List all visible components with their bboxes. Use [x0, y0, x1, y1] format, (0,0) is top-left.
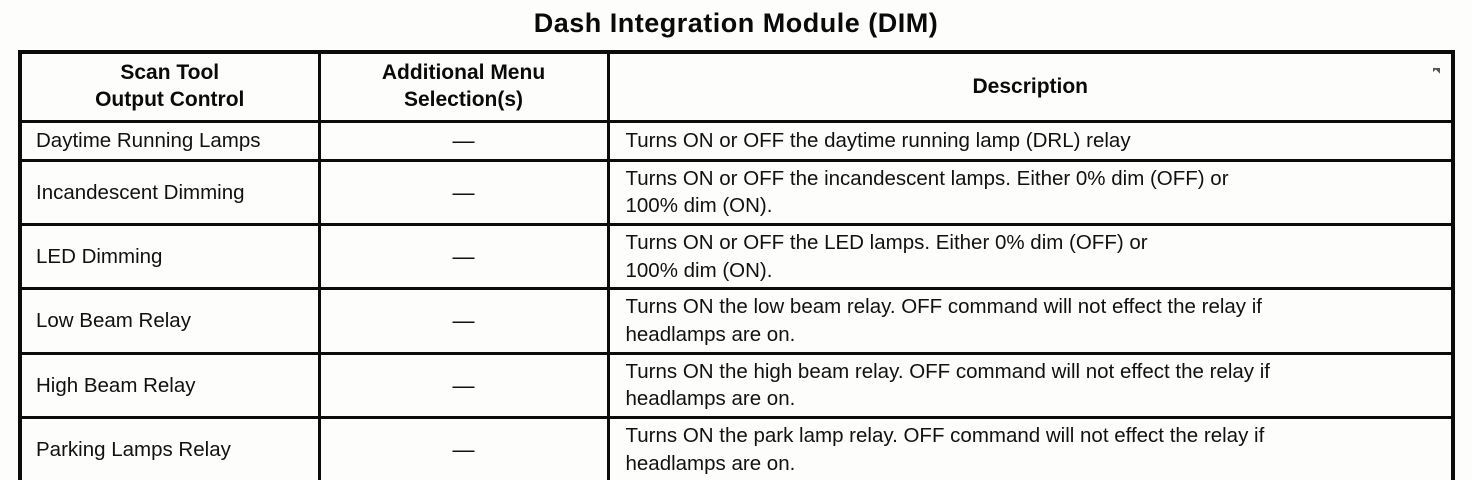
dim-output-control-table: Scan Tool Output Control Additional Menu…: [18, 50, 1455, 480]
table-row: LED Dimming — Turns ON or OFF the LED la…: [18, 223, 1455, 291]
table-row: Daytime Running Lamps — Turns ON or OFF …: [18, 120, 1455, 162]
cell-menu: —: [317, 158, 610, 227]
cell-description: Turns ON or OFF the daytime running lamp…: [606, 120, 1455, 162]
cell-menu: —: [317, 223, 610, 291]
cell-control: Incandescent Dimming: [18, 158, 321, 227]
cell-menu: —: [317, 351, 610, 420]
table-row: Low Beam Relay — Turns ON the low beam r…: [18, 287, 1455, 355]
table-row: Parking Lamps Relay — Turns ON the park …: [18, 416, 1455, 480]
header-description: Description: [606, 50, 1455, 123]
cell-control: Low Beam Relay: [18, 287, 321, 355]
table-row: High Beam Relay — Turns ON the high beam…: [18, 351, 1455, 420]
cell-description: Turns ON the low beam relay. OFF command…: [606, 287, 1455, 355]
table-row: Incandescent Dimming — Turns ON or OFF t…: [18, 158, 1455, 227]
header-additional-menu-selections: Additional Menu Selection(s): [317, 50, 610, 123]
cell-description: Turns ON or OFF the LED lamps. Either 0%…: [606, 223, 1455, 291]
cell-menu: —: [317, 120, 610, 162]
page-title: Dash Integration Module (DIM): [533, 8, 939, 38]
cell-control: Parking Lamps Relay: [18, 416, 321, 480]
cell-control: LED Dimming: [18, 223, 321, 291]
cell-menu: —: [317, 287, 610, 355]
cell-description: Turns ON the park lamp relay. OFF comman…: [606, 416, 1455, 480]
cell-description: Turns ON or OFF the incandescent lamps. …: [606, 158, 1455, 227]
table-header-row: Scan Tool Output Control Additional Menu…: [18, 50, 1455, 123]
scan-speck-artifact: [1433, 68, 1440, 74]
cell-control: High Beam Relay: [18, 351, 321, 420]
header-scan-tool-output-control: Scan Tool Output Control: [18, 50, 321, 123]
cell-description: Turns ON the high beam relay. OFF comman…: [606, 351, 1455, 420]
cell-menu: —: [317, 416, 610, 480]
cell-control: Daytime Running Lamps: [18, 120, 321, 162]
